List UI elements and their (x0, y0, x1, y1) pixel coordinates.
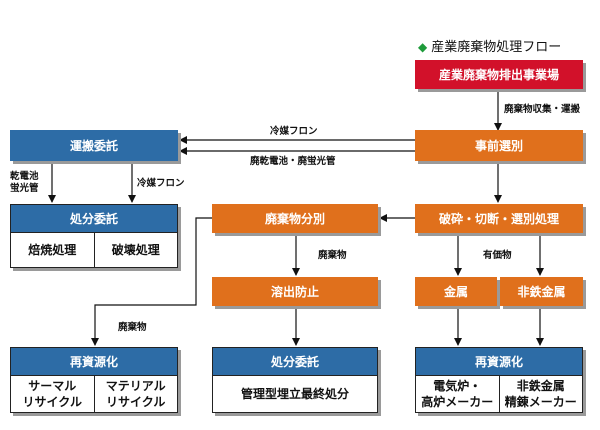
edge-label-valuables: 有価物 (483, 250, 512, 261)
diamond-icon: ◆ (418, 40, 428, 54)
disposal-left-card: 処分委託 焙焼処理 破壊処理 (10, 204, 178, 268)
waste-sort-node: 廃棄物分別 (212, 204, 378, 233)
disposal-left-item: 焙焼処理 (28, 242, 77, 257)
recycle-left-item: サーマル リサイクル (22, 378, 82, 409)
recycle-right-item: 非鉄金属 精錬メーカー (498, 376, 583, 413)
diagram-legend: ◆産業廃棄物処理フロー (418, 36, 561, 55)
recycle-left-card: 再資源化 サーマル リサイクル マテリアル リサイクル (10, 347, 178, 413)
nonferrous-node: 非鉄金属 (500, 277, 583, 306)
edge-label-waste-mid: 廃棄物 (318, 250, 347, 261)
recycle-right-item: 電気炉・ 高炉メーカー (421, 378, 494, 409)
edge-label-refrigerant-top: 冷媒フロン (270, 126, 318, 137)
recycle-left-title: 再資源化 (11, 348, 177, 375)
recycle-left-item: マテリアル リサイクル (93, 376, 178, 413)
recycle-right-card: 再資源化 電気炉・ 高炉メーカー 非鉄金属 精錬メーカー (415, 347, 583, 413)
legend-title: 産業廃棄物処理フロー (431, 40, 562, 55)
source-node: 産業廃棄物排出事業場 (415, 60, 583, 89)
disposal-mid-item: 管理型埋立最終処分 (240, 386, 349, 401)
edge-label-refrigerant-left: 冷媒フロン (137, 178, 185, 189)
disposal-left-item: 破壊処理 (93, 233, 178, 268)
disposal-mid-card: 処分委託 管理型埋立最終処分 (212, 347, 378, 413)
arrow-wastesort-to-recycle (91, 217, 212, 346)
edge-label-collect: 廃棄物収集・運搬 (504, 104, 581, 115)
transport-node: 運搬委託 (10, 130, 178, 161)
edge-label-waste-left: 廃棄物 (118, 322, 147, 333)
disposal-left-title: 処分委託 (11, 205, 177, 232)
recycle-right-title: 再資源化 (416, 348, 582, 375)
crush-sort-node: 破砕・切断・選別処理 (415, 204, 583, 233)
metal-node: 金属 (415, 277, 497, 306)
edge-label-batteries: 廃乾電池・廃蛍光管 (250, 156, 336, 167)
leach-prevent-node: 溶出防止 (212, 277, 378, 306)
disposal-mid-title: 処分委託 (213, 348, 377, 375)
edge-label-dry-cells: 乾電池 蛍光管 (10, 171, 39, 194)
preselect-node: 事前選別 (415, 130, 583, 161)
